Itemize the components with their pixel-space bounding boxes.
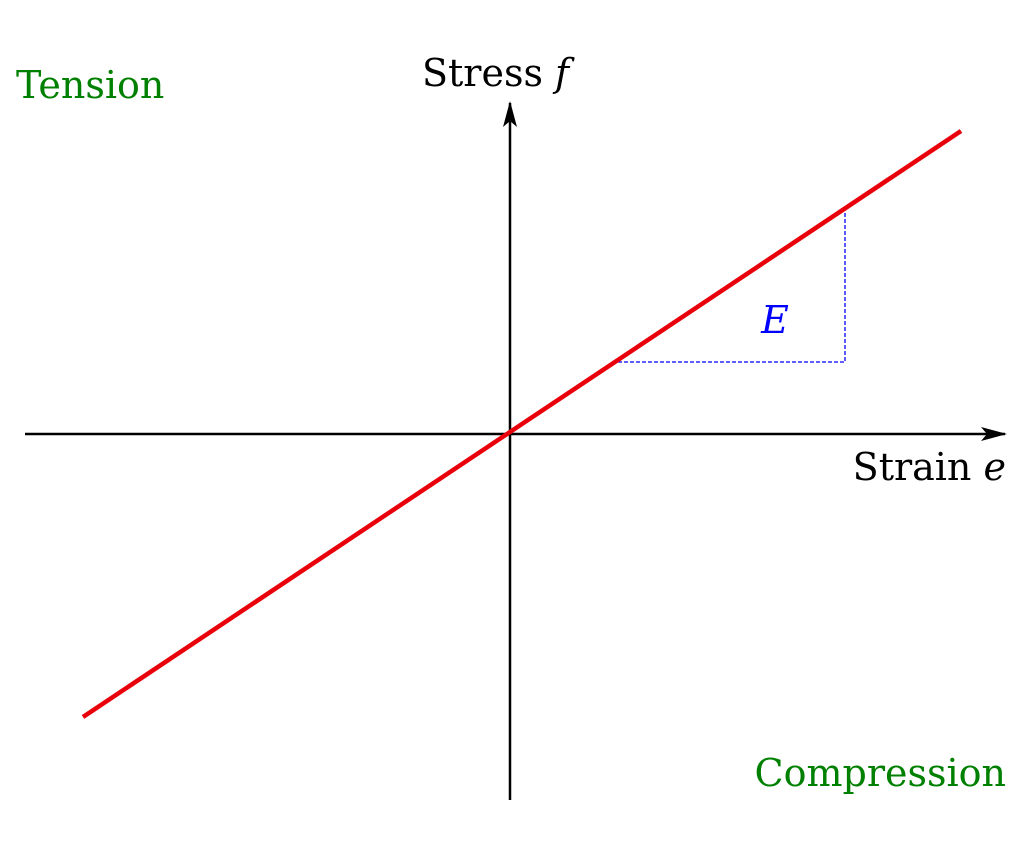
slope-label: E <box>760 298 789 342</box>
y-axis-label-text: Stress <box>422 51 555 95</box>
y-axis-label: Stress f <box>422 51 575 95</box>
slope-triangle <box>618 210 846 363</box>
x-axis-symbol: e <box>984 445 1007 489</box>
y-axis-symbol: f <box>552 51 575 95</box>
x-axis-label: Strain e <box>853 445 1006 489</box>
x-axis-label-text: Strain <box>853 445 984 489</box>
compression-label: Compression <box>755 751 1006 795</box>
stress-strain-line <box>81 129 963 719</box>
tension-label: Tension <box>16 63 164 107</box>
